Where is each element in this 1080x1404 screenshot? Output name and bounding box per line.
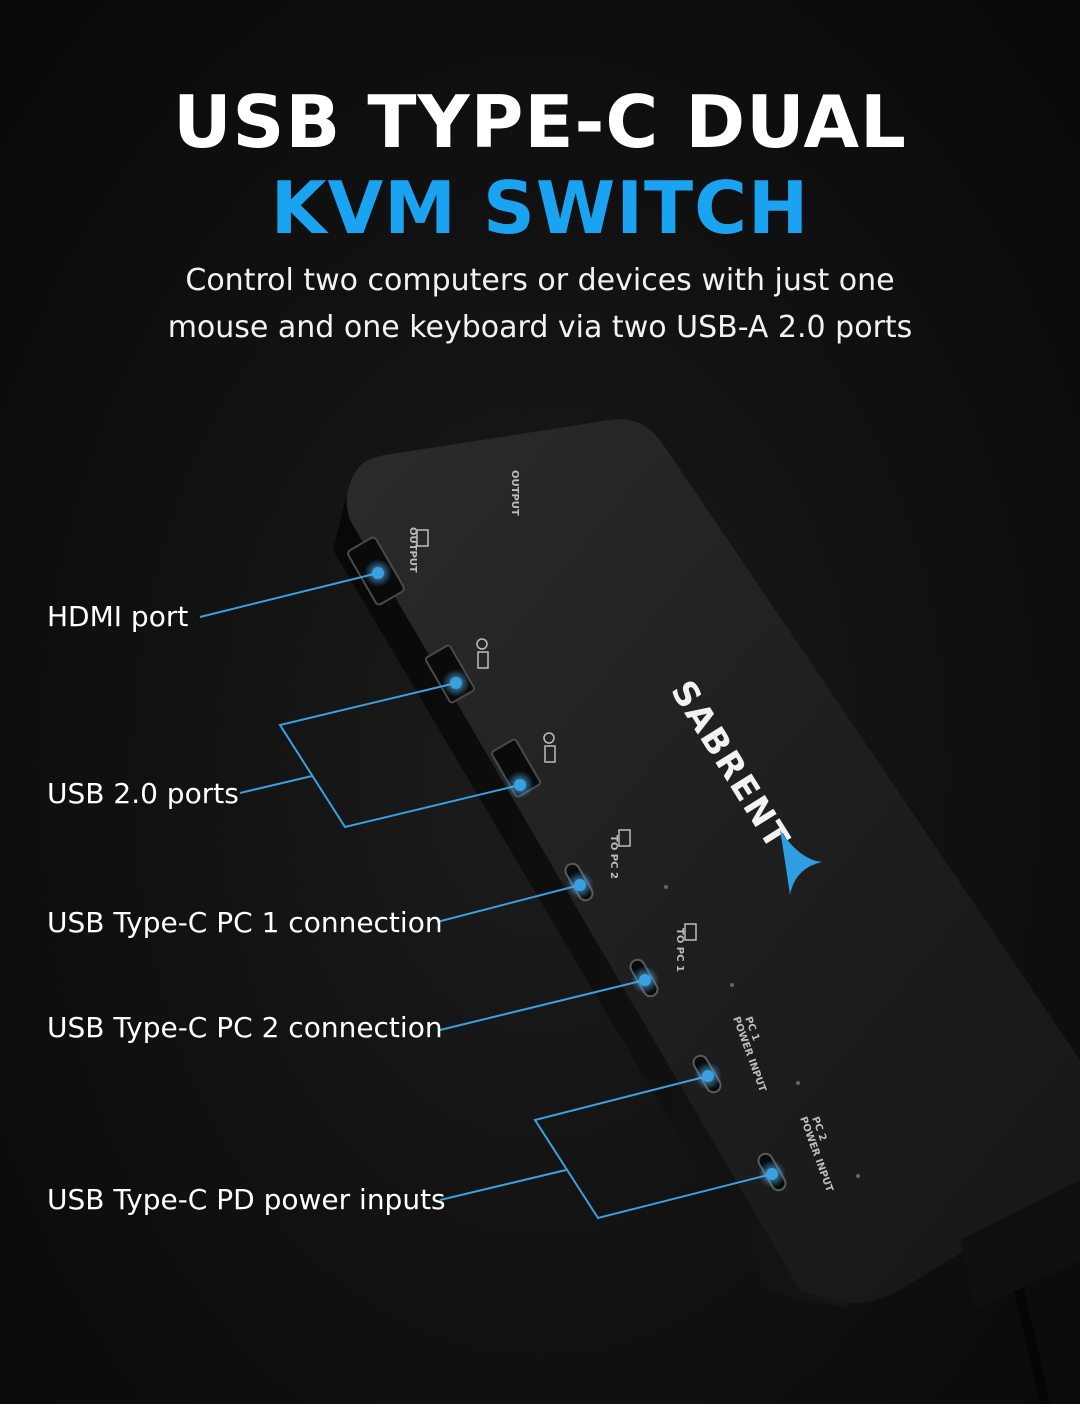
subtitle-line-2: mouse and one keyboard via two USB-A 2.0… <box>167 310 913 345</box>
led-dot <box>730 983 734 987</box>
usb-c-3-dot <box>702 1070 714 1082</box>
monitor-icon <box>416 529 429 547</box>
output-side-label: OUTPUT <box>407 527 418 573</box>
usb-a-1-dot <box>450 677 462 689</box>
usb2-bracket <box>278 682 521 829</box>
callout-usb2-ports: USB 2.0 ports <box>47 777 239 810</box>
callout-dots <box>364 559 786 1188</box>
callout-usb-c-pc2: USB Type-C PC 2 connection <box>47 1011 443 1044</box>
mouse-keyboard-icon <box>543 732 556 763</box>
usb2-leader <box>239 775 313 794</box>
hdmi-dot <box>372 567 384 579</box>
device-top-face <box>346 419 1080 1304</box>
headline-line-1: USB TYPE-C DUAL <box>173 80 907 164</box>
led-dot <box>856 1174 860 1178</box>
callout-usb-c-pc1: USB Type-C PC 1 connection <box>47 906 443 939</box>
output-top-label: OUTPUT <box>509 470 520 516</box>
pd-bracket <box>533 1075 773 1220</box>
subtitle-line-1: Control two computers or devices with ju… <box>185 263 895 298</box>
mouse-keyboard-icon <box>476 638 489 669</box>
brand-logo-swoosh <box>780 830 822 895</box>
callout-usb-c-pd: USB Type-C PD power inputs <box>47 1183 446 1216</box>
callout-lines <box>199 572 773 1220</box>
pd-leader <box>439 1169 567 1201</box>
led-dot <box>664 885 668 889</box>
to-pc1-label: TO PC 1 <box>674 928 685 972</box>
usb-c-2-dot <box>639 974 651 986</box>
callout-hdmi-port: HDMI port <box>47 600 189 633</box>
usb-c-1-dot <box>574 879 586 891</box>
usb-c-4-dot <box>766 1168 778 1180</box>
headline-line-2: KVM SWITCH <box>270 166 810 250</box>
monitor-icon <box>618 829 631 847</box>
monitor-icon <box>684 923 697 941</box>
pc2-leader <box>439 979 646 1031</box>
to-pc2-label: TO PC 2 <box>608 835 619 879</box>
hdmi-leader <box>199 572 379 618</box>
usb-a-2-dot <box>514 779 526 791</box>
pc1-leader <box>436 884 581 923</box>
led-dot <box>796 1081 800 1085</box>
device-right-edge <box>960 1180 1080 1310</box>
